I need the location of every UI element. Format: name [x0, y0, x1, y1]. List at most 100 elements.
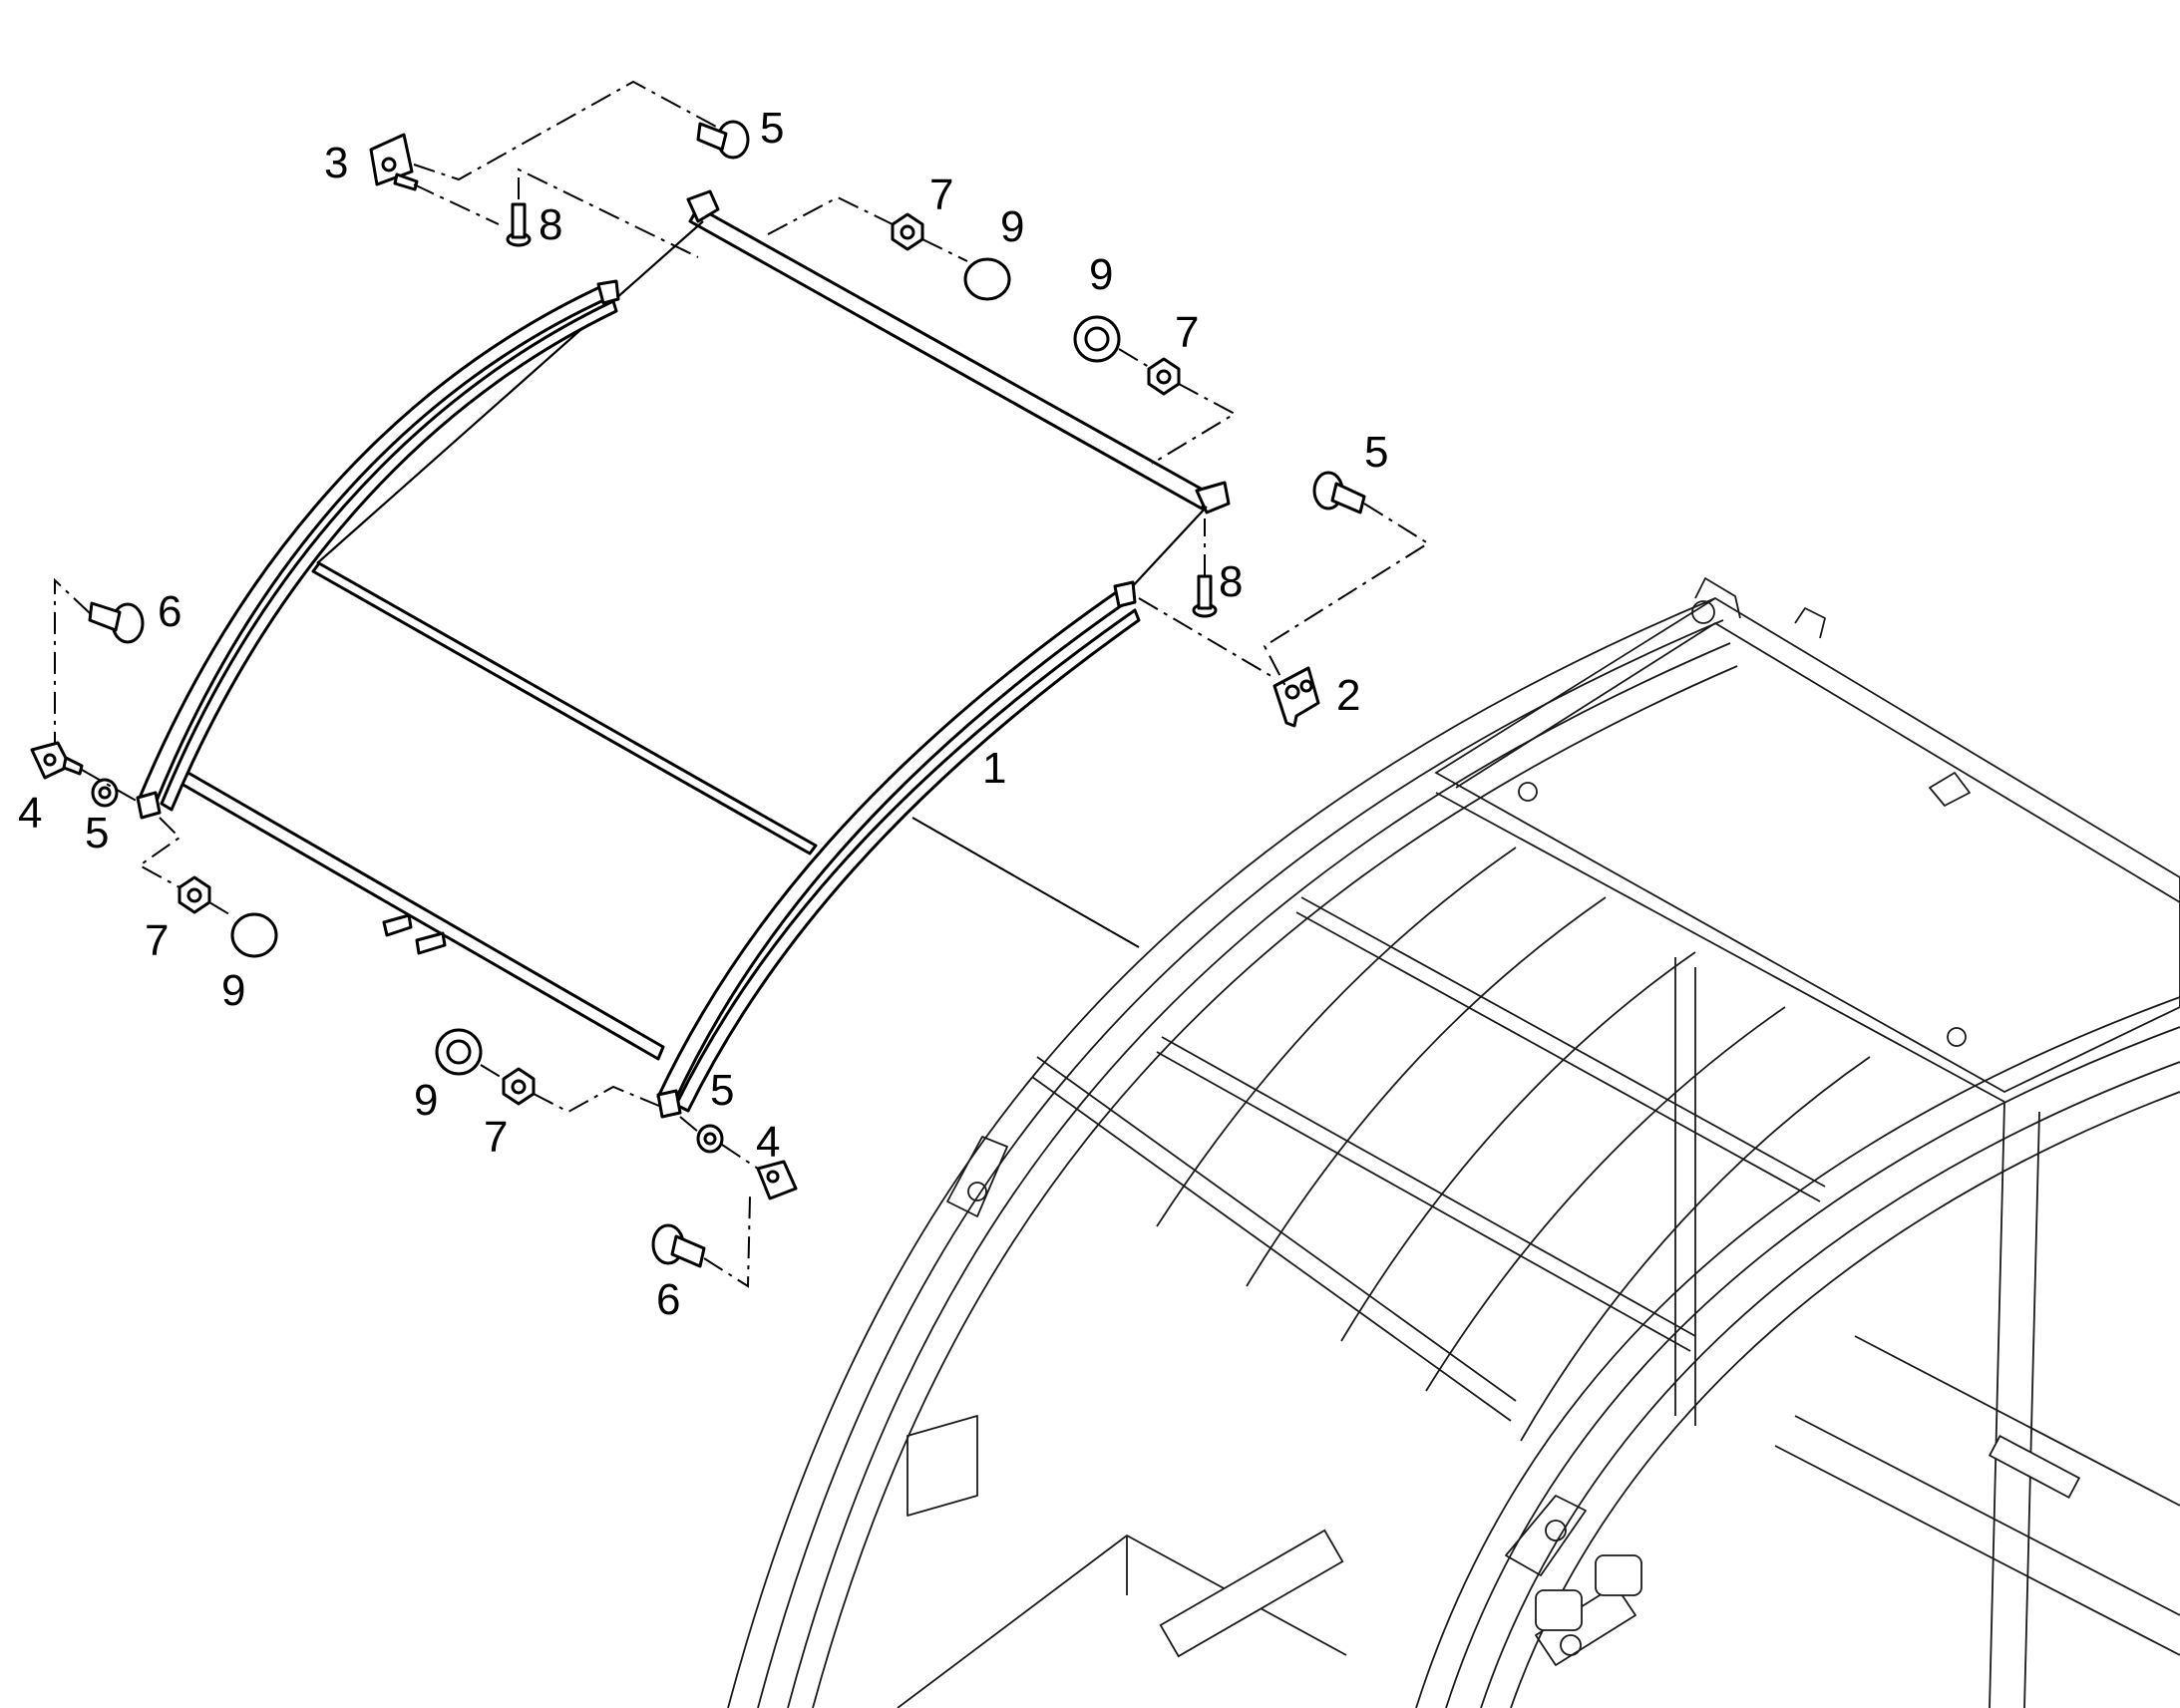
leader-rail-bracket2 [1138, 597, 1275, 679]
leader-bolt6-block4 [54, 577, 91, 743]
callout-labels: 1 2 3 4 4 5 5 5 5 6 6 7 7 7 7 8 8 9 9 9 … [18, 104, 1388, 1324]
leader-cap9-nut7 [1118, 348, 1150, 368]
part-6-bolt-left [88, 601, 145, 644]
callout-6-bottom: 6 [656, 1275, 680, 1324]
shade-edge-right [1128, 506, 1208, 591]
washer-5-bottom-hole [703, 1132, 717, 1146]
callout-5-left: 5 [85, 809, 109, 857]
bracket-3-hole [381, 157, 397, 172]
callout-5-bottom: 5 [710, 1066, 734, 1115]
part-7-nut-top [891, 212, 924, 251]
leader-part1 [911, 817, 1140, 948]
callout-4-left: 4 [18, 789, 42, 838]
arch-hinge-lower [1505, 1495, 1587, 1576]
part-7-nut-bottom-left [178, 875, 211, 914]
part-8-screw-top [506, 202, 532, 247]
callout-9-bottom: 9 [414, 1076, 438, 1125]
roof-tab [1794, 607, 1826, 639]
left-side-rail-inner [160, 299, 618, 812]
callout-9-right: 9 [1089, 250, 1113, 299]
front-bracket [907, 1415, 978, 1517]
roof-crossbar-2 [1161, 1036, 1696, 1337]
bolt-6-shank [88, 601, 122, 632]
hinge-pad-2 [1595, 1554, 1642, 1596]
arch-hinge-bolt [967, 1182, 987, 1201]
cab-frame [727, 577, 2180, 1708]
nut-7-right-hole [1156, 369, 1172, 385]
roof-crossbar-4 [1435, 792, 2005, 1103]
callout-1: 1 [982, 744, 1006, 793]
leader-cap9-nut7-bottom [480, 1064, 505, 1080]
bolt-5-right-shank [1330, 482, 1366, 514]
part-3-bracket [369, 133, 419, 191]
block-4-bottom-hole [766, 1170, 780, 1184]
callout-7-top: 7 [929, 171, 953, 219]
roof-crossbar-3b [1295, 911, 1821, 1202]
rear-slot [1988, 1434, 2081, 1500]
roof-clip [1929, 772, 1971, 807]
pillar-rear-a [1989, 1101, 2005, 1708]
leader-bolt6-block4-bottom [703, 1196, 751, 1288]
part-4-block-bottom [756, 1160, 798, 1200]
leader-screw8-shade [518, 168, 699, 258]
lower-rail-rear [1774, 1445, 2180, 1656]
callout-6-left: 6 [158, 587, 182, 636]
rear-arch-outer-2 [1445, 1026, 2180, 1708]
part-8-screw-right [1192, 574, 1218, 618]
shade-edge-left [316, 220, 704, 564]
hinge-pad-1 [1535, 1589, 1583, 1631]
top-roller-end-left [686, 189, 720, 223]
grille-rib-4 [1425, 1006, 1786, 1392]
callout-3: 3 [324, 139, 348, 187]
part-9-cap-right [1073, 315, 1121, 363]
cap-9-body [963, 257, 1011, 301]
top-roller-end-right [1195, 481, 1231, 514]
screw-8-shank [511, 202, 527, 239]
roof-crossbar-1 [1036, 1056, 1517, 1402]
bolt-6-bottom-shank [670, 1234, 706, 1268]
lower-rail-rear-c [1854, 1335, 2180, 1507]
roof-crossbar-3 [1300, 896, 1826, 1188]
roof-plate [1434, 596, 2180, 1094]
right-rail-top-cap [1113, 580, 1137, 608]
leader-nut7-roller [1151, 383, 1238, 465]
nut-7-bottom-hole [511, 1079, 527, 1095]
part-9-cap-top [963, 257, 1011, 301]
leader-washer5-block4 [721, 1144, 759, 1170]
part-7-nut-right [1147, 357, 1181, 396]
leader-lines [54, 80, 1430, 1288]
callout-5-top: 5 [760, 104, 784, 153]
callout-8-right: 8 [1219, 557, 1243, 606]
roof-bolt-1 [1518, 782, 1538, 802]
shade-mid-bar [311, 561, 818, 855]
grille-rib-1 [1156, 847, 1517, 1227]
leader-roller-nut7 [767, 195, 894, 235]
lower-rail-rear-b [1794, 1415, 2180, 1616]
right-side-rail-inner [674, 608, 1141, 1113]
part-5-washer-left [91, 778, 119, 808]
nut-7-bl-hole [186, 887, 202, 903]
leader-nut7-cap9 [921, 238, 968, 262]
shade-surface [165, 214, 1212, 853]
lower-hinge-block [1535, 1584, 1636, 1666]
bracket-3-pin [393, 172, 419, 191]
callout-7-bottom: 7 [484, 1113, 508, 1162]
top-roller-tube [688, 205, 1212, 511]
screw-8-right-shank [1197, 574, 1213, 610]
arch-hinge-upper [946, 1136, 1008, 1217]
grille-rib-5 [1520, 1056, 1871, 1442]
part-5-bolt-top [696, 120, 750, 160]
bracket-2-hole-2 [1299, 679, 1313, 693]
part-2-bracket [1272, 666, 1320, 728]
pillar-rear-b [2023, 1111, 2040, 1708]
left-rail-top-cap [596, 279, 620, 305]
right-rail-bottom-cap [656, 1089, 682, 1119]
leader-block4-washer5 [81, 769, 141, 804]
rear-arch-outer [1415, 996, 2180, 1708]
part-4-block-left [30, 741, 84, 780]
roller-handle-2 [415, 931, 447, 955]
leader-rail-washer5 [679, 1116, 699, 1133]
part-5-washer-bottom [696, 1124, 724, 1154]
leader-nut7-rail [533, 1085, 667, 1114]
cap-9-right-hole [1084, 326, 1110, 352]
